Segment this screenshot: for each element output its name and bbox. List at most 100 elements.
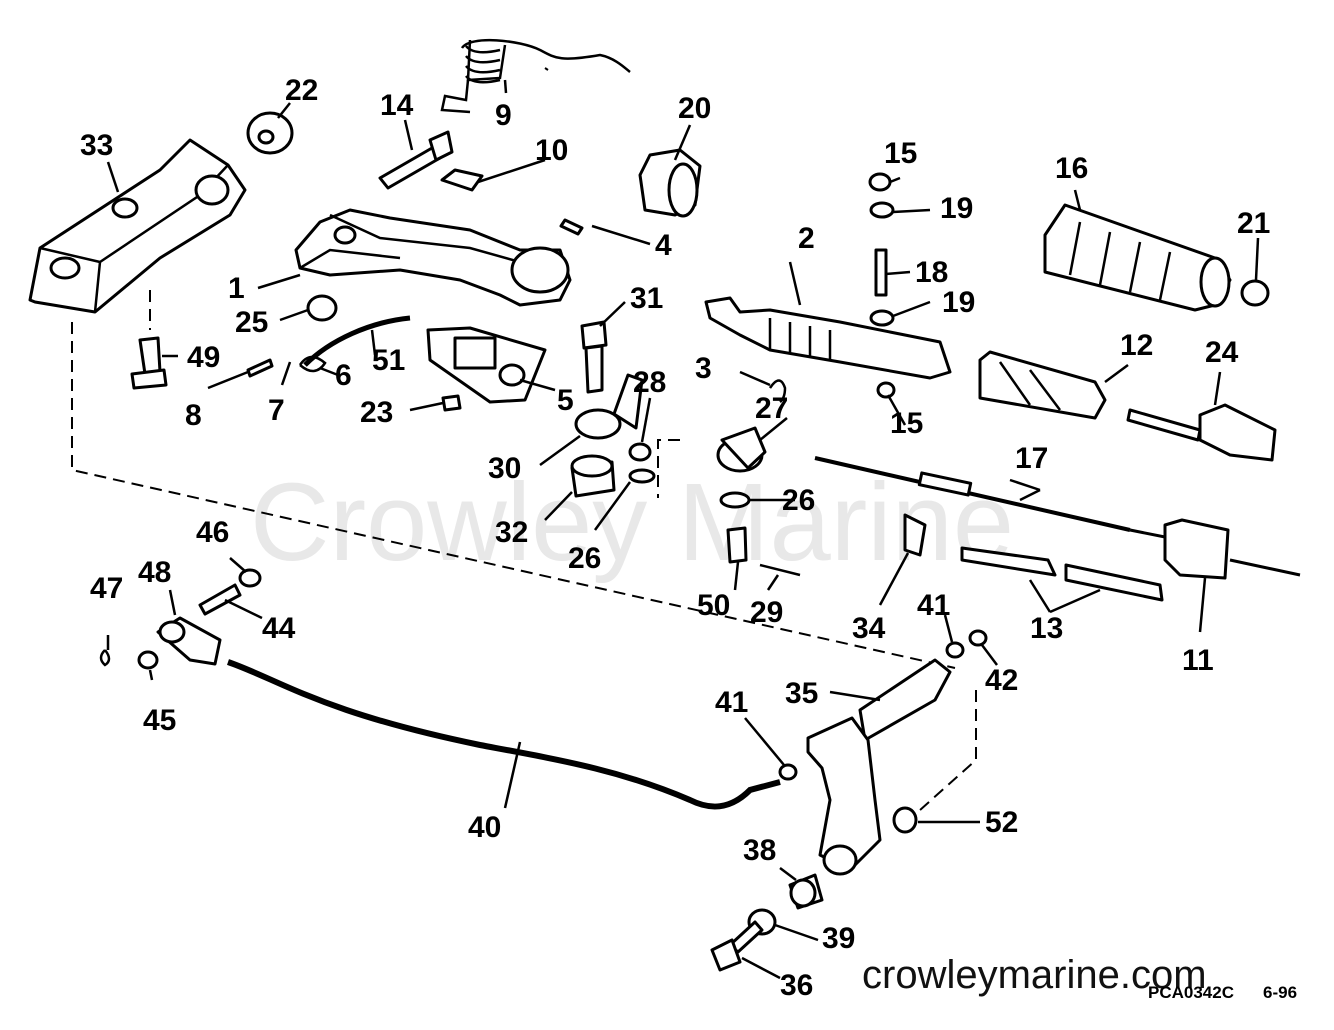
callout-35: 35 — [785, 677, 818, 710]
part-29-pin — [759, 563, 801, 577]
part-9-lanyard — [440, 38, 631, 114]
callout-8: 8 — [185, 399, 202, 432]
part-15-nut — [876, 381, 896, 399]
date-code: 6-96 — [1263, 983, 1297, 1002]
part-46-nut — [238, 568, 262, 588]
part-24-throttle-rod — [1126, 403, 1277, 462]
callout-1: 1 — [228, 272, 245, 305]
callout-25: 25 — [235, 306, 268, 339]
callout-39: 39 — [822, 922, 855, 955]
part-10-plate — [440, 168, 484, 192]
website-label: crowleymarine.com — [862, 953, 1207, 997]
part-35-lever — [806, 658, 952, 876]
callout-51: 51 — [372, 344, 405, 377]
callout-38: 38 — [743, 834, 776, 867]
callout-15-bottom: 15 — [890, 407, 923, 440]
part-15-nut — [868, 172, 892, 192]
watermark: Crowley Marine — [250, 461, 1014, 584]
callout-21: 21 — [1237, 207, 1270, 240]
callout-16: 16 — [1055, 152, 1088, 185]
callout-13: 13 — [1030, 612, 1063, 645]
part-17-cable — [814, 456, 1301, 577]
part-44-stud — [198, 583, 242, 616]
part-41-nut — [778, 763, 798, 781]
part-12-insert — [978, 350, 1107, 420]
part-32-spacer — [570, 454, 616, 498]
callout-7: 7 — [268, 394, 285, 427]
part-16-grip — [1043, 203, 1232, 312]
callout-46: 46 — [196, 516, 229, 549]
part-31-shaft — [580, 320, 608, 394]
callout-19-top: 19 — [940, 192, 973, 225]
callout-12: 12 — [1120, 329, 1153, 362]
part-42-nut — [968, 629, 988, 647]
assembly-guide-line — [149, 67, 680, 498]
drawing-code: PCA0342C — [1148, 983, 1234, 1002]
part-47-clip — [99, 635, 111, 667]
part-48-rod-end — [156, 616, 222, 666]
callout-20: 20 — [678, 92, 711, 125]
callout-11: 11 — [1182, 644, 1214, 677]
callout-23: 23 — [360, 396, 393, 429]
part-22-washer — [246, 111, 294, 155]
callout-17: 17 — [1015, 442, 1048, 475]
part-33-bracket — [28, 138, 247, 314]
part-13-sleeve — [1064, 563, 1164, 602]
callout-26-right: 26 — [782, 484, 815, 517]
part-28-nut — [628, 442, 652, 462]
part-50-stud — [726, 526, 748, 564]
callout-34: 34 — [852, 612, 886, 645]
callout-32: 32 — [495, 516, 528, 549]
callout-14: 14 — [380, 89, 414, 122]
part-19-washer — [869, 309, 895, 327]
callout-5: 5 — [557, 384, 574, 417]
callout-26-left: 26 — [568, 542, 601, 575]
part-38-bushing — [788, 873, 824, 910]
callout-9: 9 — [495, 99, 512, 132]
part-21-cap — [1240, 279, 1270, 307]
callout-30: 30 — [488, 452, 521, 485]
part-20-sleeve — [638, 148, 702, 218]
callout-36: 36 — [780, 969, 813, 1002]
part-25-bushing — [306, 294, 338, 322]
callout-42: 42 — [985, 664, 1018, 697]
callout-41-top: 41 — [917, 589, 950, 622]
callout-10: 10 — [535, 134, 568, 167]
callout-47: 47 — [90, 572, 123, 605]
part-5-switch-plate — [426, 326, 547, 404]
part-18-pin — [874, 248, 888, 297]
callout-3: 3 — [695, 352, 712, 385]
part-1-tiller-housing — [294, 208, 572, 307]
part-30-bracket — [574, 373, 644, 440]
part-41-nut — [945, 641, 965, 659]
part-14-bolt — [378, 130, 454, 190]
callout-49: 49 — [187, 341, 220, 374]
callout-50: 50 — [697, 589, 730, 622]
part-4-pin — [559, 218, 584, 236]
callout-2: 2 — [798, 222, 815, 255]
part-8-pin — [246, 358, 274, 378]
callout-numbers: 1 2 3 4 5 6 7 8 9 10 11 12 13 14 15 15 1… — [80, 74, 1270, 1002]
callout-28: 28 — [633, 366, 666, 399]
callout-31: 31 — [630, 282, 663, 315]
part-45-nut — [137, 650, 159, 670]
part-52-washer — [892, 806, 918, 834]
callout-4: 4 — [655, 229, 672, 262]
callout-22: 22 — [285, 74, 318, 107]
part-34-clip — [903, 513, 927, 557]
callout-6: 6 — [335, 359, 352, 392]
assembly-guide-line — [71, 322, 977, 811]
leader-lines — [106, 79, 1260, 980]
callout-19-bottom: 19 — [942, 286, 975, 319]
callout-29: 29 — [750, 596, 783, 629]
part-40-link-rod — [227, 659, 781, 810]
part-6-clip — [298, 355, 327, 373]
callout-52: 52 — [985, 806, 1018, 839]
callout-27: 27 — [755, 392, 788, 425]
part-27-clamp — [716, 426, 767, 473]
callout-44: 44 — [262, 612, 296, 645]
part-19-washer — [869, 201, 895, 219]
callout-15-top: 15 — [884, 137, 917, 170]
